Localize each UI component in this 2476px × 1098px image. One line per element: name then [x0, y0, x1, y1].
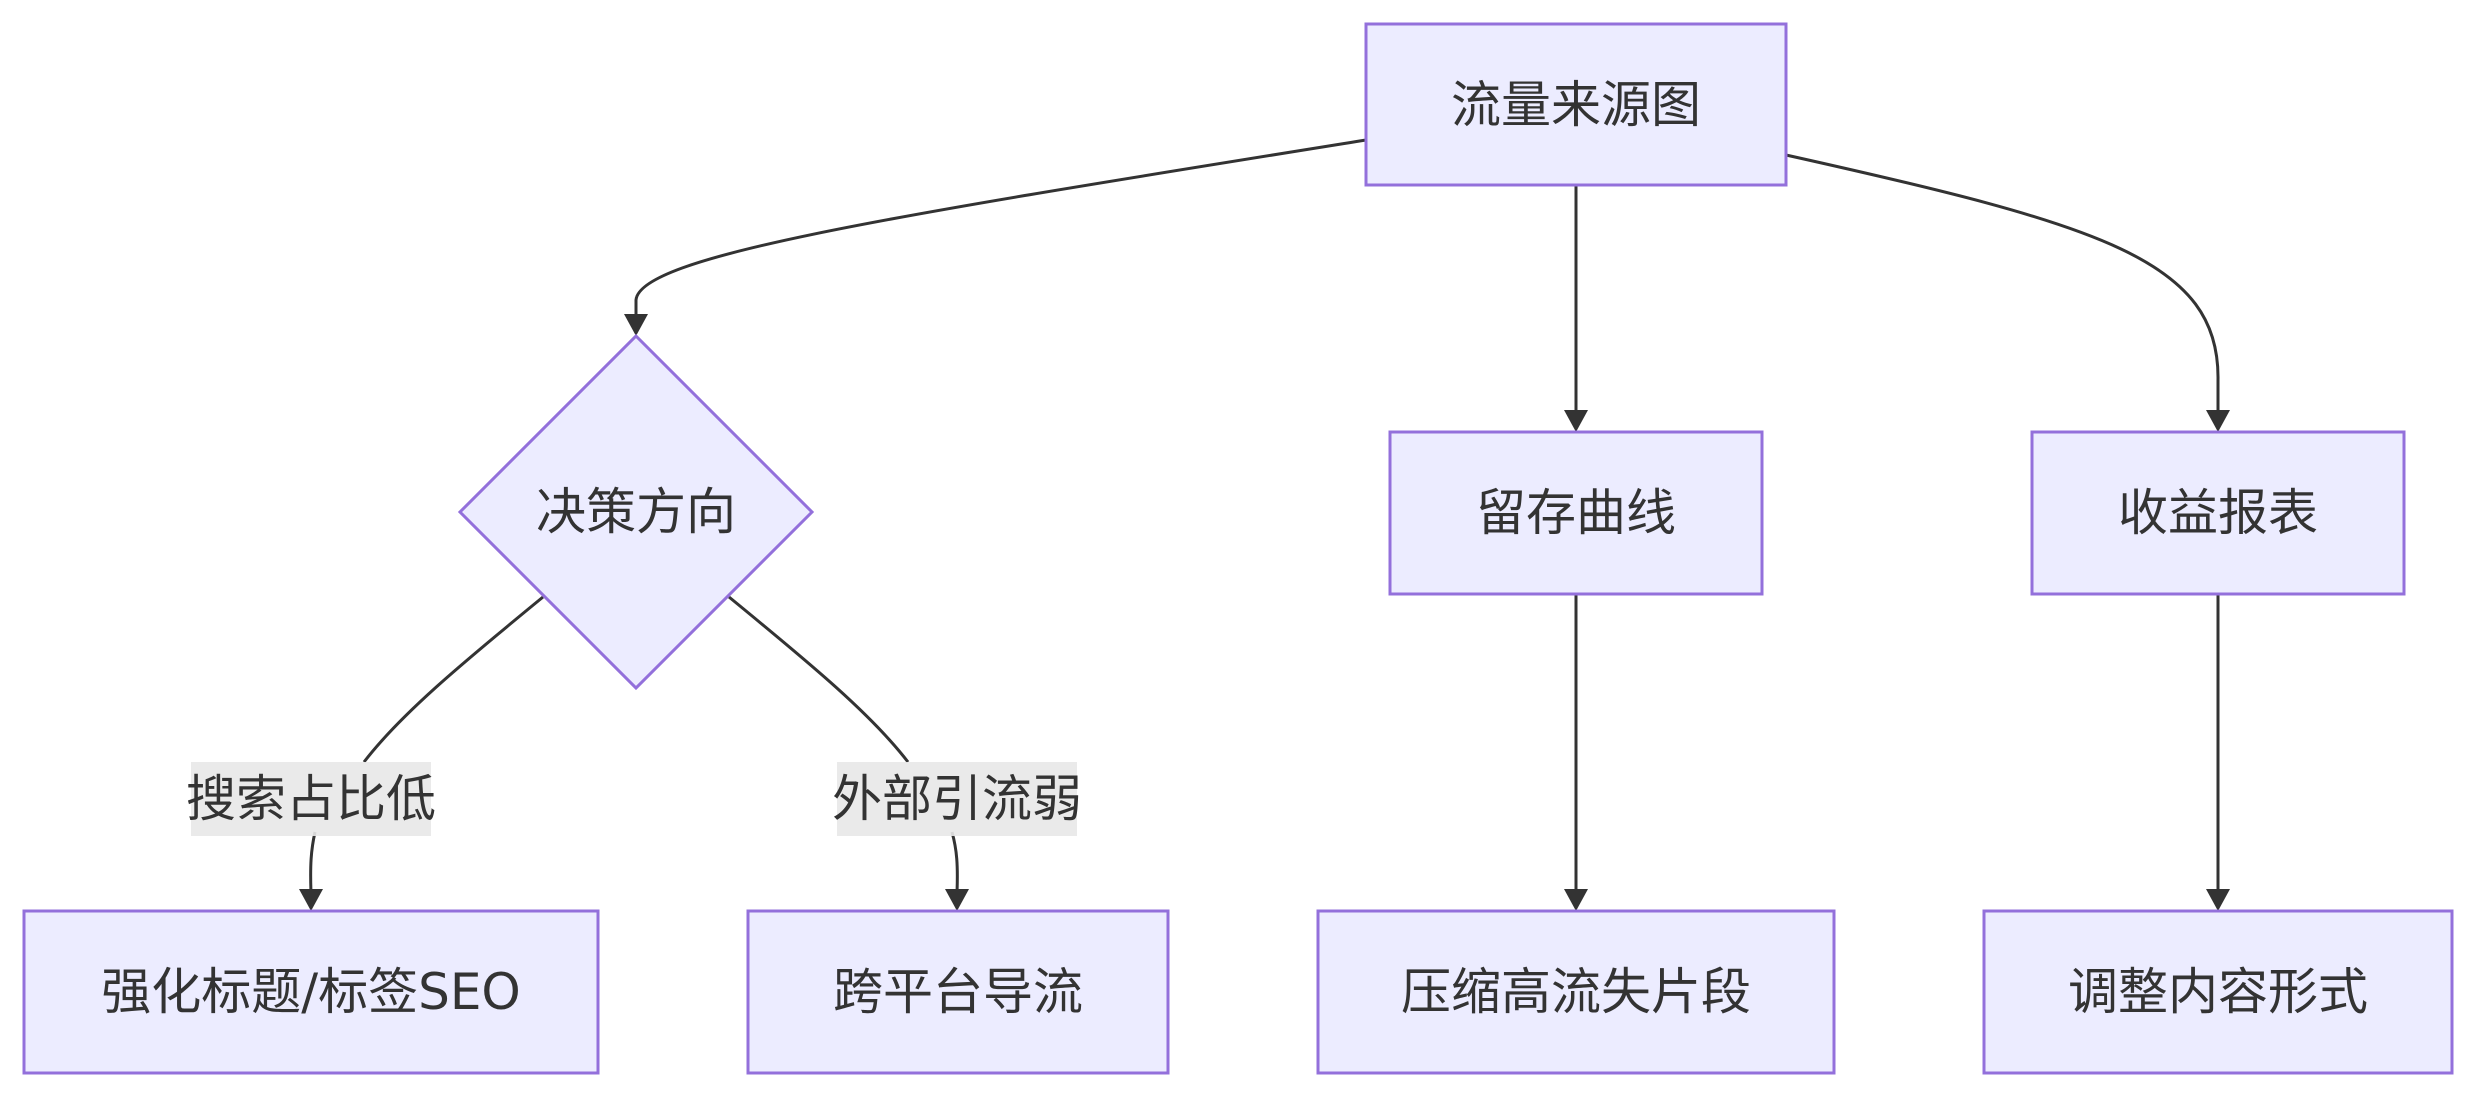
edge-labels: 搜索占比低 外部引流弱	[186, 762, 1082, 836]
node-cross-platform: 跨平台导流	[746, 909, 1170, 1075]
edges	[299, 138, 2230, 911]
node-traffic-source: 流量来源图	[1364, 22, 1788, 187]
edge-traffic-to-retention-arrowhead	[1564, 410, 1588, 432]
node-decision: 决策方向	[457, 333, 815, 691]
node-revenue: 收益报表	[2030, 430, 2406, 596]
edge-label-search-low-bg	[191, 762, 431, 836]
edge-traffic-to-decision	[634, 138, 1367, 322]
node-traffic-source-label: 流量来源图	[1451, 76, 1701, 134]
nodes: 流量来源图 决策方向 留存曲线 收益报表 强化标题/标签SEO 跨平台导流 压缩…	[22, 22, 2454, 1075]
edge-decision-to-cross-arrowhead	[945, 889, 969, 911]
node-retention: 留存曲线	[1388, 430, 1764, 596]
edge-decision-to-cross	[728, 595, 910, 763]
node-compress-label: 压缩高流失片段	[1401, 963, 1751, 1021]
node-revenue-label: 收益报表	[2118, 484, 2318, 542]
edge-label-search-low: 搜索占比低	[186, 770, 436, 828]
node-compress: 压缩高流失片段	[1316, 909, 1836, 1075]
edge-label-external-weak: 外部引流弱	[832, 770, 1082, 828]
node-seo-label: 强化标题/标签SEO	[101, 963, 521, 1021]
edge-traffic-to-revenue	[1785, 153, 2220, 413]
edge-revenue-to-adjust-arrowhead	[2206, 889, 2230, 911]
edge-decision-to-seo-arrowhead	[299, 889, 323, 911]
edge-traffic-to-decision-arrowhead	[624, 314, 648, 336]
node-decision-label: 决策方向	[536, 483, 736, 541]
edge-decision-to-seo-tail	[309, 831, 317, 894]
node-seo: 强化标题/标签SEO	[22, 909, 600, 1075]
edge-decision-to-cross-tail	[950, 831, 959, 894]
node-retention-label: 留存曲线	[1476, 484, 1676, 542]
node-adjust: 调整内容形式	[1982, 909, 2454, 1075]
edge-decision-to-seo	[362, 595, 544, 763]
edge-label-external-weak-bg	[837, 762, 1077, 836]
edge-traffic-to-revenue-arrowhead	[2206, 410, 2230, 432]
edge-retention-to-compress-arrowhead	[1564, 889, 1588, 911]
node-cross-platform-label: 跨平台导流	[833, 963, 1083, 1021]
node-adjust-label: 调整内容形式	[2068, 963, 2368, 1021]
